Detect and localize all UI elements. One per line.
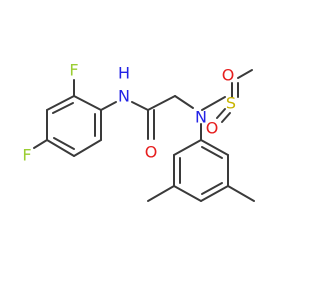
ring-bond: [46, 139, 75, 157]
methyl-bond: [147, 185, 175, 202]
fluorine-atom-label: F: [69, 61, 78, 80]
s-o-double-bond: [216, 108, 226, 119]
ring-bond: [200, 185, 229, 202]
c-c-bond: [147, 95, 176, 111]
amide-nitrogen-label: N: [118, 87, 130, 106]
sulfonamide-nitrogen-label: N: [195, 108, 207, 127]
atom-labels: F F N H O N S O O: [22, 61, 236, 165]
ring-bond: [200, 139, 229, 156]
c-n-bond: [174, 95, 194, 109]
ring-bond: [173, 185, 202, 202]
ring-bond: [73, 95, 102, 111]
sulfonyl-oxygen-label: O: [206, 119, 219, 138]
ring-bond: [46, 95, 75, 111]
c-f-bond-left: [33, 139, 48, 149]
molecule-structure: F F N H O N S O O: [22, 61, 255, 202]
sulfur-atom-label: S: [226, 94, 236, 113]
bond-lines: [33, 69, 255, 202]
ring-double-bond: [53, 137, 75, 150]
amide-hydrogen-label: H: [118, 64, 130, 83]
ring-bond: [73, 139, 102, 157]
n-c-bond: [131, 101, 149, 111]
s-methyl-bond: [237, 69, 253, 79]
fluorine-atom-label: F: [22, 146, 31, 165]
ring-double-bond: [52, 102, 74, 114]
n-s-bond: [201, 96, 226, 111]
sulfonyl-oxygen-label: O: [222, 66, 235, 85]
s-o-double-bond: [221, 112, 231, 123]
ring-bond: [173, 139, 202, 156]
c-n-bond: [100, 101, 117, 111]
ring-double-bond: [201, 182, 223, 195]
methyl-bond: [227, 185, 255, 202]
carbonyl-oxygen-label: O: [145, 143, 158, 162]
ring-double-bond: [201, 146, 223, 159]
